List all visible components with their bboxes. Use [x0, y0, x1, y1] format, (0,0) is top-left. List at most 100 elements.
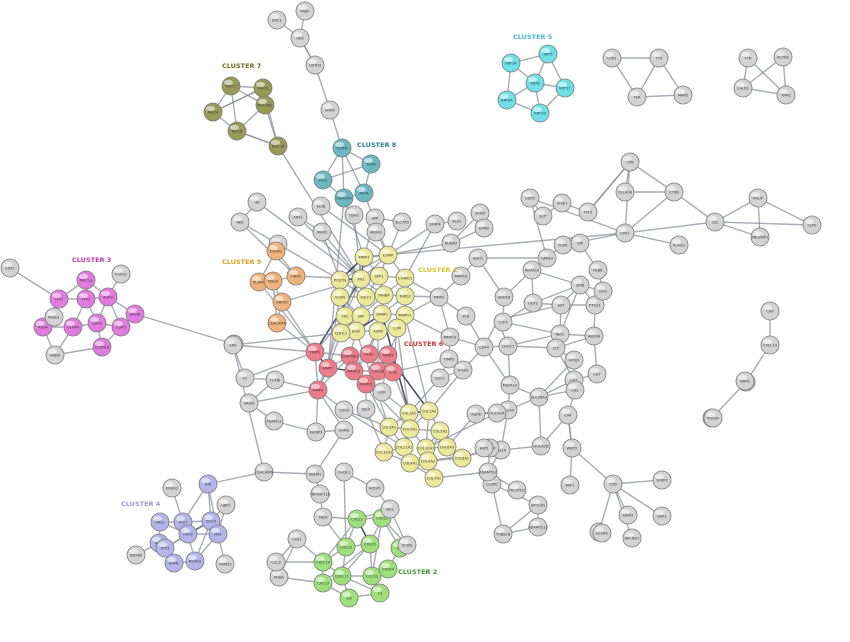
- node-pnlip[interactable]: PNLIP: [748, 188, 768, 208]
- node-muc4[interactable]: MUC4: [203, 102, 223, 122]
- node-hpgd[interactable]: HPGD: [564, 350, 584, 370]
- node-rsad2[interactable]: RSAD2: [185, 551, 205, 571]
- node-postn[interactable]: POSTN: [330, 270, 350, 290]
- node-thbs2[interactable]: THBS2: [395, 286, 415, 306]
- node-mmp3[interactable]: MMP3: [378, 345, 398, 365]
- node-krt6[interactable]: KRT6: [525, 73, 545, 93]
- node-sell[interactable]: SELL: [380, 499, 400, 519]
- node-srgn[interactable]: SRGN: [239, 393, 259, 413]
- node-timp3[interactable]: TIMP3: [439, 349, 459, 369]
- node-selv[interactable]: SELV: [356, 399, 376, 419]
- node-krt20[interactable]: KRT20: [272, 292, 292, 312]
- node-tns4[interactable]: TNS4: [313, 507, 333, 527]
- node-elshs[interactable]: ELSHS: [592, 523, 612, 543]
- node-spink[interactable]: SPINK: [125, 304, 145, 324]
- node-ddx60[interactable]: DDX60: [126, 545, 146, 565]
- node-adh1b[interactable]: ADH1B: [494, 287, 514, 307]
- node-comp[interactable]: COMP: [378, 245, 398, 265]
- node-cdx2[interactable]: CDX2: [87, 313, 107, 333]
- node-pnliprp1[interactable]: PNLIPRP1: [750, 227, 770, 247]
- node-cxcl14[interactable]: CXCL14: [760, 335, 780, 355]
- node-nefl[interactable]: NEFL: [550, 324, 570, 344]
- node-muc1[interactable]: MUC1: [221, 76, 241, 96]
- node-phba[interactable]: PHBA: [269, 567, 289, 587]
- node-ca7[interactable]: CA7: [587, 364, 607, 384]
- node-fzd[interactable]: FZD: [603, 474, 623, 494]
- node-spp[interactable]: SPP: [365, 208, 385, 228]
- node-prkp[interactable]: PRKP: [295, 1, 315, 21]
- node-tff3[interactable]: TFF3: [578, 202, 598, 222]
- node-mar5[interactable]: MAR5: [673, 85, 693, 105]
- node-fap2[interactable]: FAP2: [474, 438, 494, 458]
- node-sdc1[interactable]: SDC1: [430, 368, 450, 388]
- node-ca4[interactable]: CA4: [558, 405, 578, 425]
- node-lyve1[interactable]: LYVE1: [552, 193, 572, 213]
- node-idi[interactable]: IDI: [247, 192, 267, 212]
- node-krt5[interactable]: KRT5: [538, 44, 558, 64]
- node-aqp8[interactable]: AQP8: [466, 404, 486, 424]
- node-sparc[interactable]: SPARC: [372, 304, 392, 324]
- node-col7a1[interactable]: COL7A1: [424, 468, 444, 488]
- node-col5a1[interactable]: COL5A1: [400, 419, 420, 439]
- node-spock1[interactable]: SPOCK1: [528, 495, 548, 515]
- node-plau[interactable]: PLAU: [359, 344, 379, 364]
- node-timp1[interactable]: TIMP1: [305, 342, 325, 362]
- node-col6a3[interactable]: COL6A3: [437, 437, 457, 457]
- node-tnc[interactable]: TNC: [335, 306, 355, 326]
- node-slc7a5[interactable]: SLC7A5: [392, 212, 412, 232]
- node-erhs1[interactable]: ERHS1: [162, 478, 182, 498]
- node-muc16[interactable]: MUC16: [268, 136, 288, 156]
- node-anxa10[interactable]: ANXA10: [522, 260, 542, 280]
- node-col1a2[interactable]: COL1A2: [419, 401, 439, 421]
- node-clps[interactable]: CLPS: [802, 215, 822, 235]
- node-gbp1[interactable]: GBP1: [216, 495, 236, 515]
- node-ugt2[interactable]: UGT2: [523, 293, 543, 313]
- node-ceacam5[interactable]: CEACAM5: [267, 313, 287, 333]
- node-tff2[interactable]: TFF2: [76, 289, 96, 309]
- node-krt6a[interactable]: KRT6A: [497, 90, 517, 110]
- node-dusp1[interactable]: DUSP1: [266, 241, 286, 261]
- node-mmp7[interactable]: MMP7: [318, 358, 338, 378]
- node-cdx5[interactable]: CDX5: [520, 188, 540, 208]
- node-nek[interactable]: NEK: [230, 212, 250, 232]
- node-apcdd1[interactable]: APCDD1: [622, 528, 642, 548]
- node-sfrp4[interactable]: SFRP4: [425, 214, 445, 234]
- node-plaur[interactable]: PLAUR: [249, 272, 269, 292]
- node-grem1[interactable]: GREM1: [305, 464, 325, 484]
- node-page1[interactable]: PAGE1: [44, 307, 64, 327]
- node-pdgfa[interactable]: PDGFA: [703, 408, 723, 428]
- node-tspn[interactable]: TSPN: [361, 154, 381, 174]
- node-tnfrsf11b[interactable]: TNFRSF11B: [309, 484, 331, 504]
- node-sst[interactable]: SST: [551, 295, 571, 315]
- node-inhba[interactable]: INHBA: [374, 285, 394, 305]
- node-cdh11[interactable]: CDH11: [331, 323, 351, 343]
- node-ntrk[interactable]: NTRK: [320, 100, 340, 120]
- node-cdh1[interactable]: CDH1: [344, 205, 364, 225]
- node-ceacam6[interactable]: CEACAM6: [254, 462, 273, 482]
- node-cxcl8[interactable]: CXCL8: [368, 361, 388, 381]
- node-enc1[interactable]: ENC1: [267, 10, 287, 30]
- node-c3[interactable]: C3: [370, 583, 390, 603]
- node-rpta[interactable]: RPTA: [354, 183, 374, 203]
- node-thbs2b[interactable]: THBS2B: [493, 524, 513, 544]
- node-vip[interactable]: VIP: [570, 233, 590, 253]
- node-cyp3[interactable]: CYP3: [493, 312, 513, 332]
- node-msln[interactable]: MSLN: [263, 271, 283, 291]
- node-lum[interactable]: LUM: [387, 318, 407, 338]
- node-sulf1[interactable]: SULF1: [356, 287, 376, 307]
- node-cpb[interactable]: CPB: [620, 152, 640, 172]
- node-mmp12[interactable]: MMP12: [344, 361, 364, 381]
- node-lifr[interactable]: LIFR: [372, 382, 392, 402]
- node-ifi6[interactable]: IFI6: [198, 474, 218, 494]
- node-oas2[interactable]: OAS2: [178, 524, 198, 544]
- node-col12a1[interactable]: COL12A1: [374, 442, 394, 462]
- node-axin2[interactable]: AXIN2: [618, 505, 638, 525]
- node-yea[interactable]: YEA: [627, 87, 647, 107]
- node-tff1[interactable]: TFF1: [49, 289, 69, 309]
- node-col11a1[interactable]: COL11A1: [394, 437, 414, 457]
- node-ms4a12[interactable]: MS4A12: [500, 375, 520, 395]
- node-tpm2[interactable]: TPM2: [776, 85, 796, 105]
- node-mmp9[interactable]: MMP9: [308, 380, 328, 400]
- node-pla2g[interactable]: PLA2G: [669, 235, 689, 255]
- node-chrd[interactable]: CHRD: [334, 420, 354, 440]
